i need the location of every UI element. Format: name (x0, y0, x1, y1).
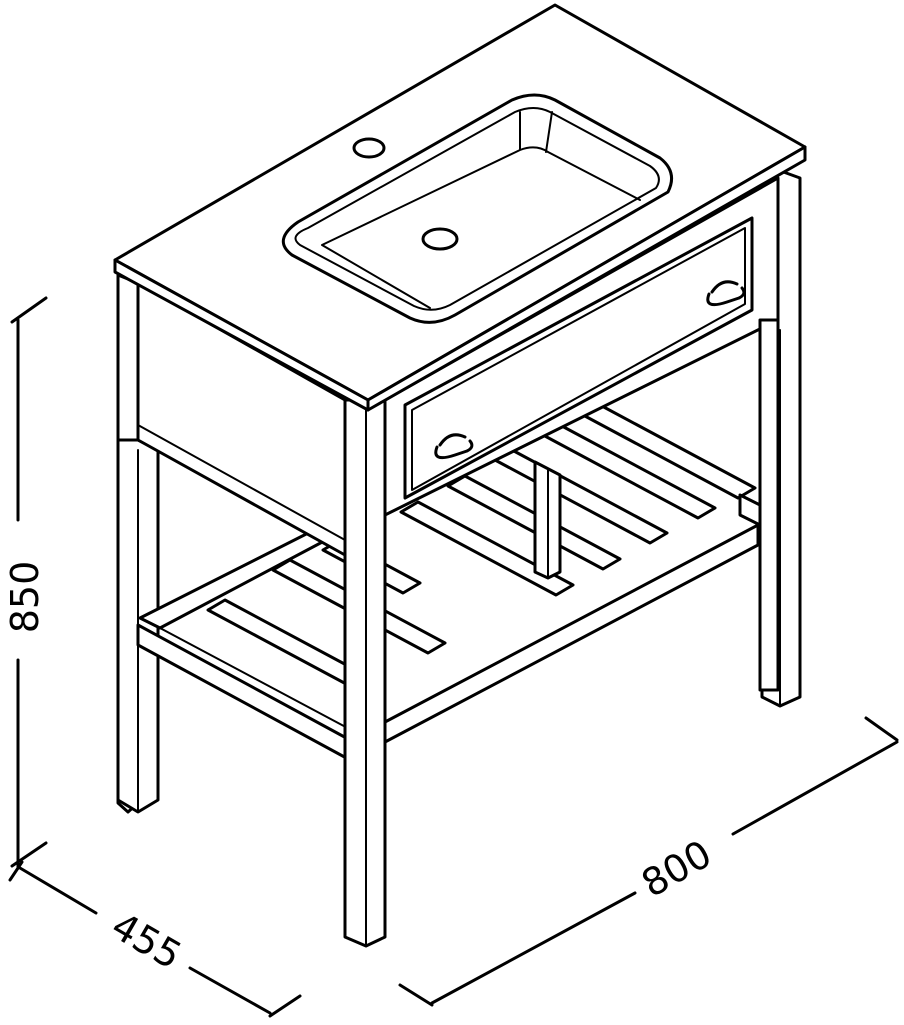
front-right-leg-upper (758, 318, 780, 692)
drawer-handle-left (434, 433, 474, 460)
depth-label: 455 (104, 904, 189, 978)
vanity-unit (113, 3, 807, 948)
width-dimension (398, 716, 899, 1007)
basin-bowl (321, 111, 641, 309)
shelf-frame-left (136, 623, 352, 762)
drain-hole (421, 227, 459, 251)
basin-outer-rim (281, 93, 674, 324)
shelf-frame-front (383, 523, 760, 744)
depth-dimension (8, 860, 302, 1018)
shelf-frame-right (738, 493, 762, 527)
countertop (113, 3, 807, 412)
tap-hole (352, 137, 386, 159)
height-dimension (10, 296, 48, 870)
basin (281, 93, 674, 324)
drawer-handle-right (706, 280, 746, 307)
height-label: 850 (3, 561, 47, 634)
basin-inner-rim (294, 107, 660, 311)
width-label: 800 (634, 832, 719, 906)
drawer-front (403, 216, 754, 500)
drawer (403, 216, 754, 500)
countertop-front-edge (366, 145, 807, 412)
